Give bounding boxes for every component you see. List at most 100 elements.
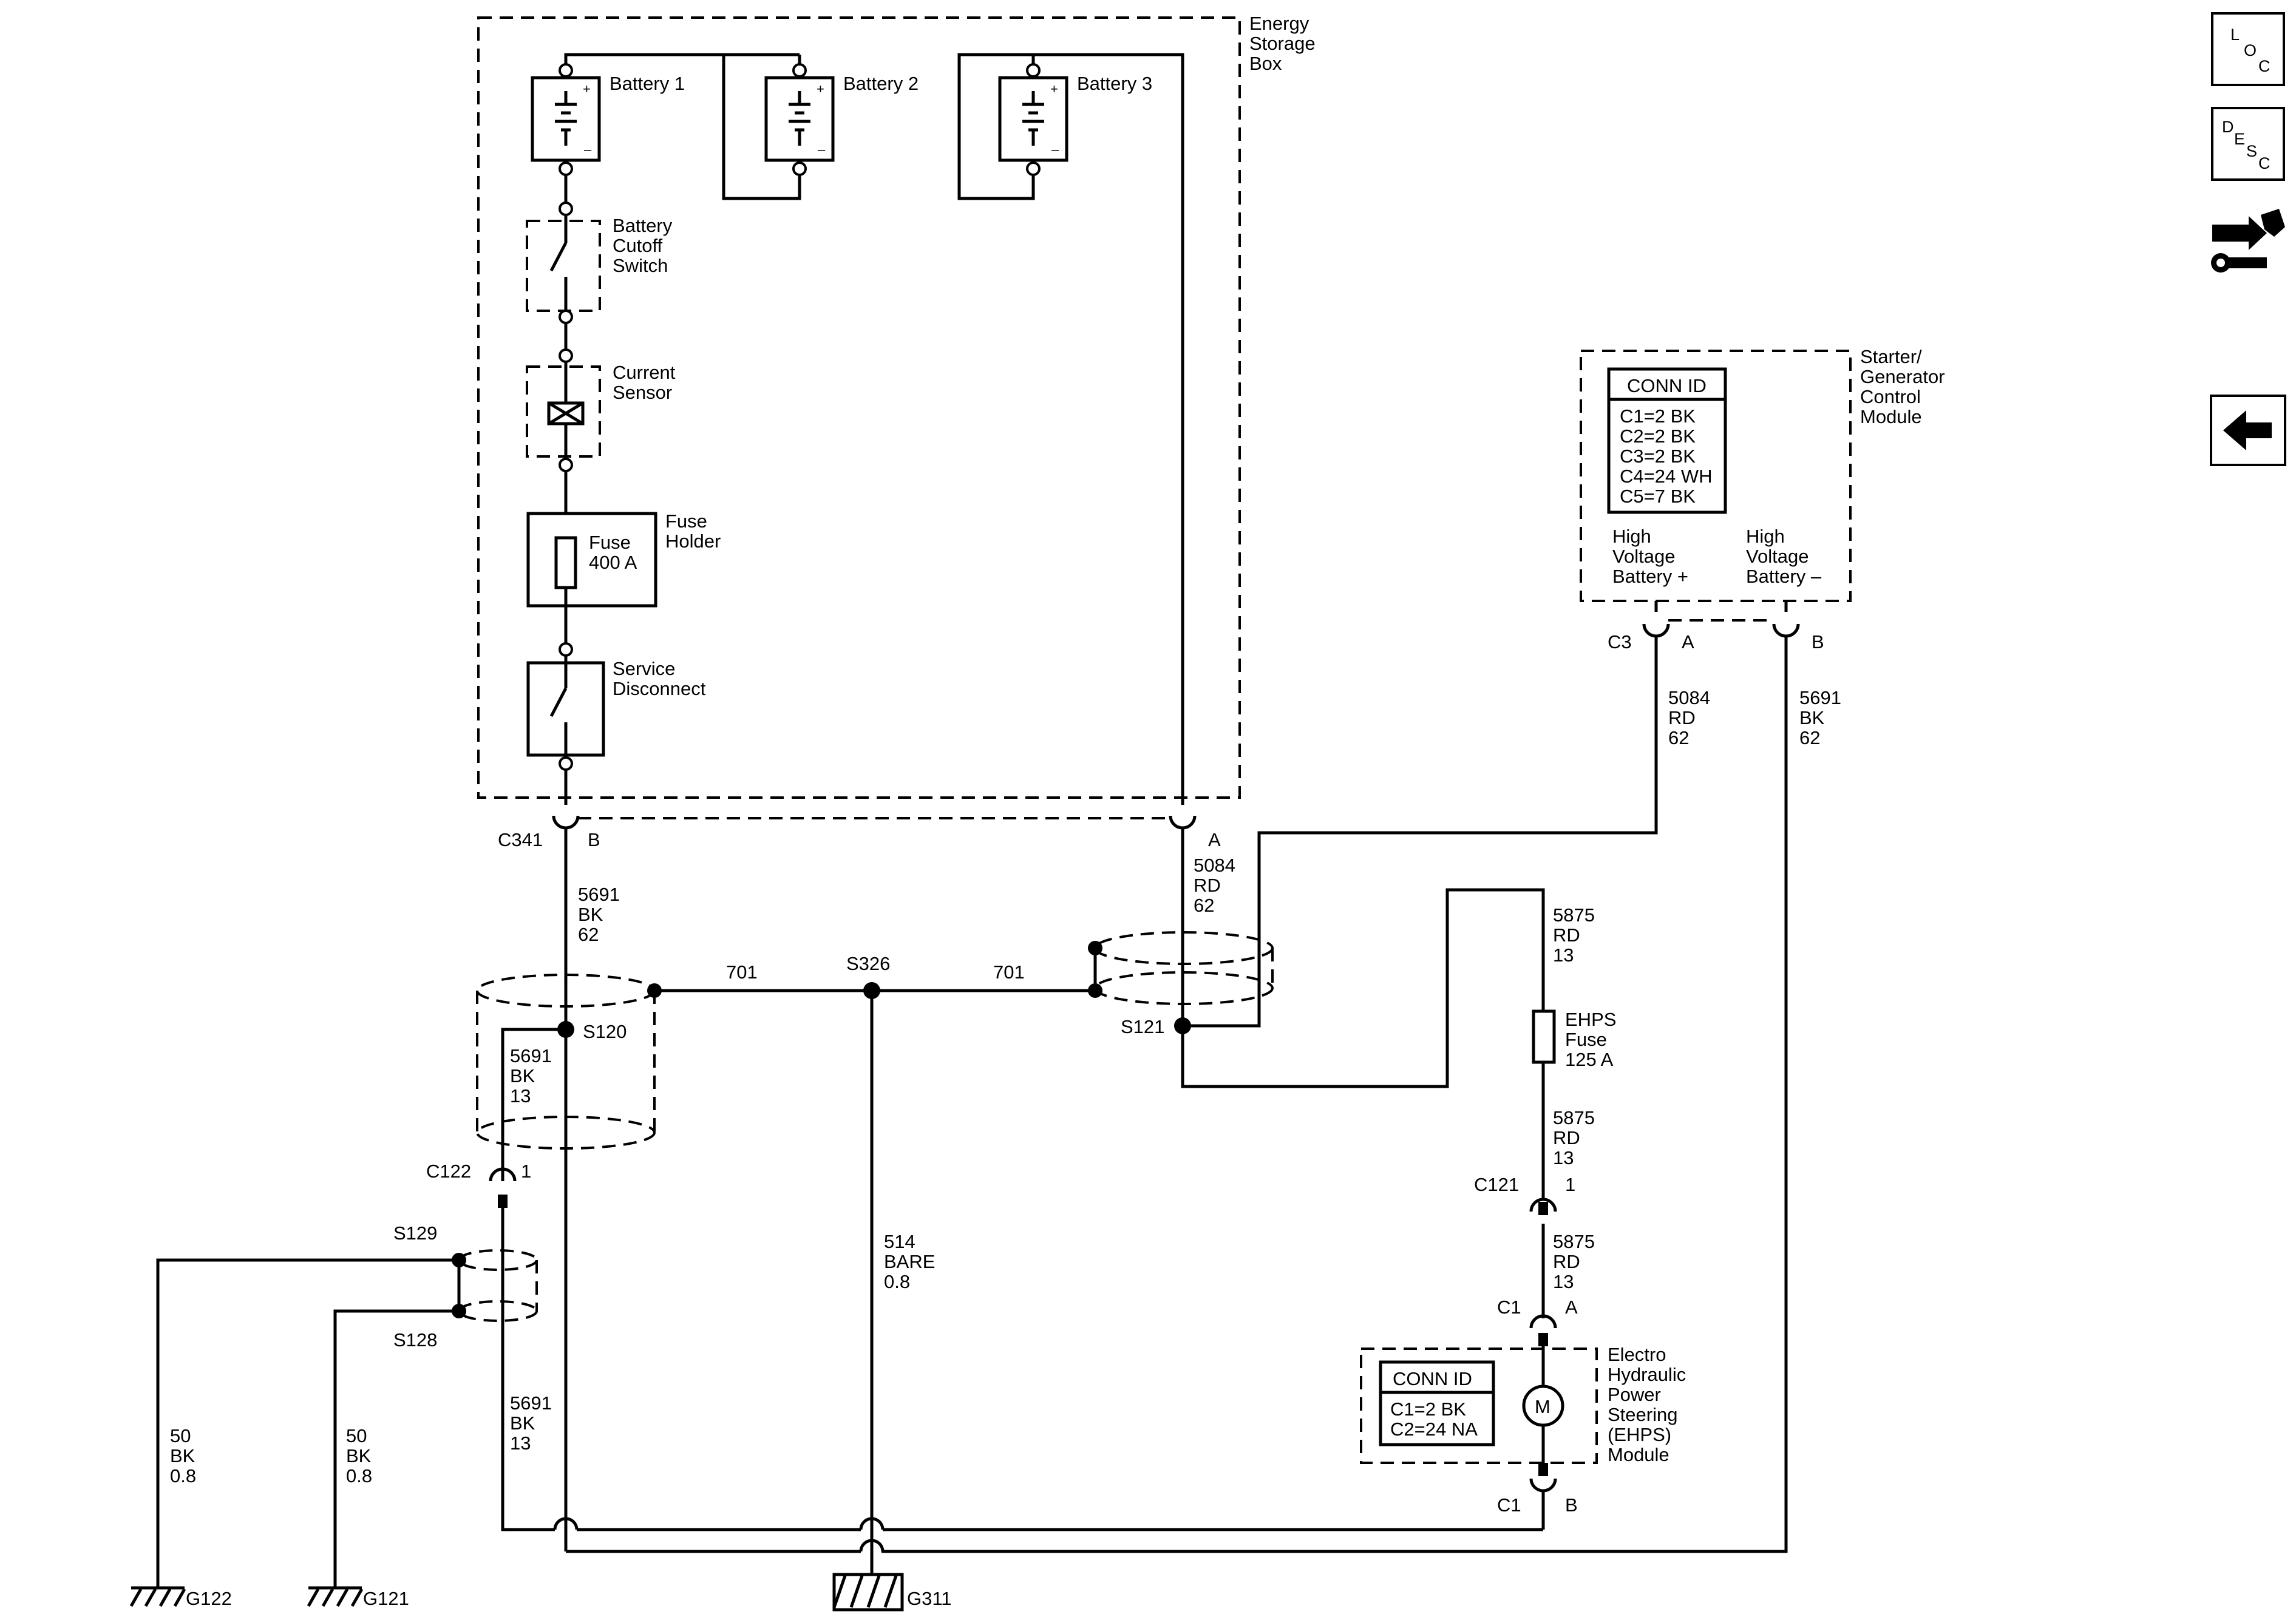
svg-text:EHPS: EHPS xyxy=(1565,1009,1616,1030)
ground-g122: G122 xyxy=(129,1586,232,1609)
ehps-conn-id-header: CONN ID xyxy=(1393,1368,1472,1389)
shield-right xyxy=(1094,931,1274,1005)
svg-text:Energy: Energy xyxy=(1249,13,1309,34)
svg-text:13: 13 xyxy=(1553,944,1574,966)
svg-text:Current: Current xyxy=(613,362,676,383)
starter-generator-control-module: Starter/ Generator Control Module CONN I… xyxy=(1580,346,1945,602)
ehps-fuse: EHPS Fuse 125 A xyxy=(1532,1009,1616,1201)
back-button[interactable] xyxy=(2210,395,2286,466)
battery-cutoff-switch: Battery Cutoff Switch xyxy=(526,215,673,324)
splice-s121: S121 xyxy=(1121,1016,1191,1037)
back-arrow-icon xyxy=(2223,410,2272,450)
svg-text:Switch: Switch xyxy=(613,255,668,276)
svg-text:BK: BK xyxy=(170,1445,195,1466)
svg-text:0.8: 0.8 xyxy=(170,1465,196,1486)
svg-text:M: M xyxy=(1535,1396,1550,1417)
wire-5691-bk-62: 5691 BK 62 xyxy=(564,838,620,1547)
svg-text:C1: C1 xyxy=(1497,1494,1521,1516)
svg-text:5875: 5875 xyxy=(1553,1231,1595,1252)
ground-g121: G121 xyxy=(307,1586,409,1609)
svg-text:5691: 5691 xyxy=(510,1392,552,1414)
svg-text:Battery +: Battery + xyxy=(1612,566,1688,587)
wire-sgcm-5084-rd-62: 5084 RD 62 xyxy=(1183,635,1710,1028)
svg-text:C341: C341 xyxy=(498,829,543,850)
svg-text:62: 62 xyxy=(1668,727,1689,748)
battery-1: + – Battery 1 xyxy=(531,55,685,176)
svg-text:Disconnect: Disconnect xyxy=(613,678,706,699)
wire-5084-rd-62: 5084 RD 62 xyxy=(1181,828,1235,1082)
svg-text:Holder: Holder xyxy=(665,531,721,552)
svg-text:C3: C3 xyxy=(1608,631,1632,653)
battery-chain xyxy=(559,175,573,216)
svg-text:5875: 5875 xyxy=(1553,904,1595,926)
svg-text:Starter/: Starter/ xyxy=(1860,346,1922,367)
svg-text:A: A xyxy=(1682,631,1694,653)
svg-text:C2=2 BK: C2=2 BK xyxy=(1620,425,1696,447)
svg-text:50: 50 xyxy=(170,1425,191,1446)
svg-text:–: – xyxy=(584,142,592,157)
svg-text:RD: RD xyxy=(1553,924,1580,946)
svg-text:701: 701 xyxy=(993,961,1025,983)
splice-s129: S129 xyxy=(393,1222,437,1244)
svg-text:Module: Module xyxy=(1608,1444,1669,1465)
svg-text:A: A xyxy=(1208,829,1221,850)
svg-text:C121: C121 xyxy=(1474,1174,1519,1195)
wire-5691-bk-13-lower: 5691 BK 13 xyxy=(510,1392,552,1454)
svg-text:C3=2 BK: C3=2 BK xyxy=(1620,446,1696,467)
svg-text:5875: 5875 xyxy=(1553,1107,1595,1128)
svg-text:C1=2 BK: C1=2 BK xyxy=(1620,405,1696,427)
loc-button[interactable]: L O C xyxy=(2211,12,2285,86)
svg-text:Battery –: Battery – xyxy=(1746,566,1822,587)
svg-text:Voltage: Voltage xyxy=(1612,546,1675,567)
svg-text:0.8: 0.8 xyxy=(346,1465,372,1486)
svg-text:High: High xyxy=(1746,526,1785,547)
svg-text:62: 62 xyxy=(1799,727,1820,748)
svg-text:BK: BK xyxy=(578,904,603,925)
svg-text:G311: G311 xyxy=(907,1588,952,1609)
connector-c121: C121 1 xyxy=(1474,1174,1575,1318)
svg-text:+: + xyxy=(817,81,824,97)
connector-tools-icon xyxy=(2211,209,2285,273)
svg-text:B: B xyxy=(1565,1494,1578,1516)
svg-text:1: 1 xyxy=(1565,1174,1575,1195)
battery-2-label: Battery 2 xyxy=(843,73,919,94)
svg-text:5084: 5084 xyxy=(1194,855,1235,876)
svg-text:Box: Box xyxy=(1249,53,1282,74)
svg-text:C5=7 BK: C5=7 BK xyxy=(1620,486,1696,507)
svg-text:RD: RD xyxy=(1553,1127,1580,1148)
svg-text:G121: G121 xyxy=(363,1588,409,1609)
svg-text:62: 62 xyxy=(1194,895,1214,916)
svg-text:400 A: 400 A xyxy=(589,552,637,573)
svg-text:BK: BK xyxy=(510,1065,535,1086)
svg-text:A: A xyxy=(1565,1297,1578,1318)
svg-text:125 A: 125 A xyxy=(1565,1049,1614,1070)
svg-text:13: 13 xyxy=(510,1085,531,1107)
wire-sgcm-5691-bk-62: 5691 BK 62 xyxy=(881,635,1841,1553)
wire-514-bare: 514 BARE 0.8 xyxy=(870,991,935,1516)
svg-text:Cutoff: Cutoff xyxy=(613,235,663,256)
svg-text:Steering: Steering xyxy=(1608,1404,1677,1425)
battery-3: + – Battery 3 xyxy=(998,63,1152,176)
connector-tools-button[interactable] xyxy=(2206,203,2291,282)
desc-button[interactable]: D E S C xyxy=(2211,107,2285,181)
svg-text:C1: C1 xyxy=(1497,1297,1521,1318)
splice-s128: S128 xyxy=(393,1329,437,1351)
svg-text:0.8: 0.8 xyxy=(884,1271,910,1292)
svg-text:Hydraulic: Hydraulic xyxy=(1608,1364,1686,1385)
wire-5875-rd-13-mid: 5875 RD 13 xyxy=(1553,1107,1595,1168)
connector-c341: C341 B A xyxy=(498,770,1221,850)
svg-text:C2=24 NA: C2=24 NA xyxy=(1390,1419,1478,1440)
svg-text:+: + xyxy=(1050,81,1058,97)
wire-5875-rd-13-top: 5875 RD 13 xyxy=(1181,888,1595,1088)
battery-2: + – Battery 2 xyxy=(764,63,919,176)
ground-bus xyxy=(501,1493,1545,1575)
svg-text:RD: RD xyxy=(1553,1251,1580,1272)
svg-text:Battery: Battery xyxy=(613,215,673,236)
svg-text:Fuse: Fuse xyxy=(1565,1029,1607,1050)
svg-text:BK: BK xyxy=(510,1412,535,1434)
svg-text:514: 514 xyxy=(884,1231,915,1252)
loc-icon: L O C xyxy=(2230,25,2271,75)
svg-text:Module: Module xyxy=(1860,406,1922,427)
svg-text:Electro: Electro xyxy=(1608,1344,1666,1365)
connector-c3: C3 A B xyxy=(1608,601,1824,653)
